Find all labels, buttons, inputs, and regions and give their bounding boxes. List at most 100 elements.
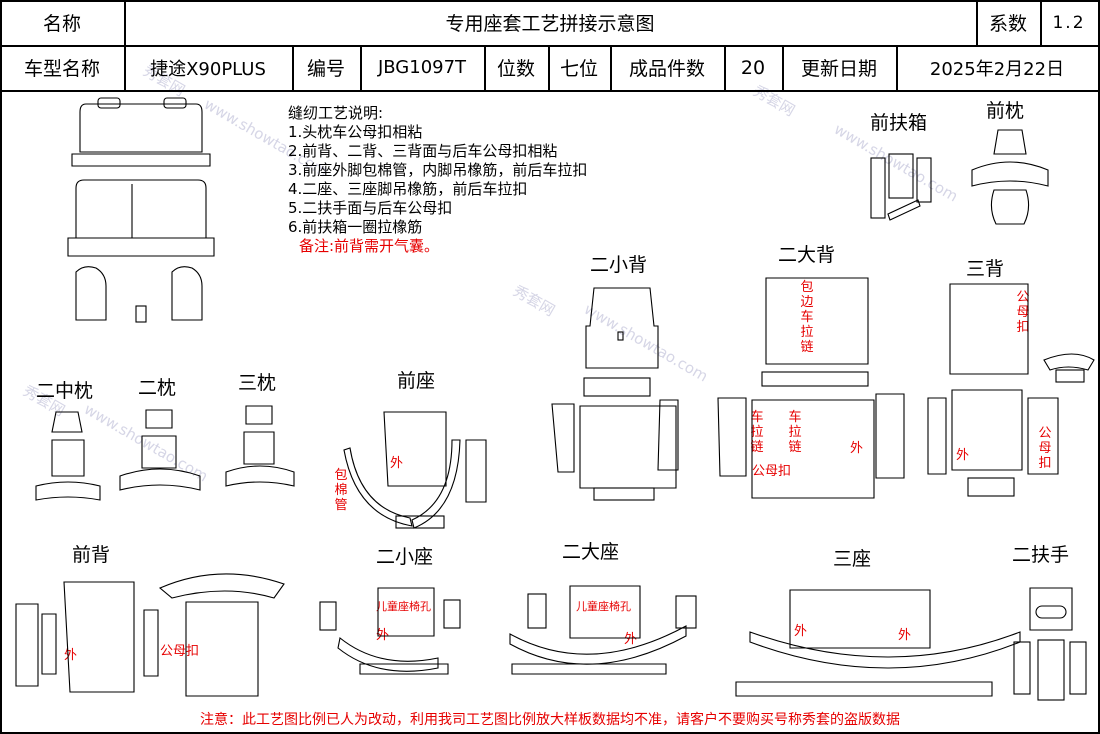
label-second-middle-pillow: 二中枕 (36, 380, 94, 402)
third-row-headrest (163, 97, 187, 109)
piece (551, 403, 575, 473)
piece (761, 371, 869, 387)
piece (509, 625, 687, 665)
seat-overview-figure (67, 97, 215, 323)
seats-value: 七位 (559, 58, 598, 80)
third-seat-pieces (735, 589, 1021, 697)
piece (15, 603, 39, 687)
name-label: 名称 (42, 13, 81, 35)
cupholder (1035, 605, 1067, 619)
piece (751, 399, 875, 499)
diagram-title: 专用座套工艺拼接示意图 (445, 13, 655, 35)
annotation-snap-third-back-lower: 公母扣 (1038, 426, 1052, 471)
label-third-back: 三背 (966, 258, 1005, 280)
pieces-label: 成品件数 (628, 58, 705, 80)
piece (765, 277, 869, 365)
piece (593, 487, 655, 501)
table-border (292, 45, 294, 90)
annotation-outer: 外 (390, 456, 404, 471)
annotation-child-seat-hole: 儿童座椅孔 (576, 600, 631, 613)
label-front-pillow: 前枕 (986, 100, 1025, 122)
piece (717, 397, 747, 477)
coef-label: 系数 (988, 13, 1027, 35)
piece (141, 435, 177, 469)
piece (579, 405, 677, 489)
annotation-outer: 外 (898, 628, 912, 643)
piece (916, 157, 932, 203)
label-front-armbox: 前扶箱 (870, 112, 928, 134)
code-value: JBG1097T (377, 57, 467, 78)
piece (1037, 639, 1065, 701)
table-border (896, 45, 898, 90)
annotation-zipper-right: 车拉链 (788, 410, 802, 455)
piece (990, 189, 1030, 225)
table-border (548, 45, 550, 90)
piece (527, 593, 547, 629)
piece (245, 405, 273, 425)
piece (585, 287, 659, 369)
table-border (0, 90, 1100, 92)
code-label: 编号 (306, 58, 345, 80)
second-large-seat-pieces (509, 585, 697, 675)
piece (343, 447, 413, 527)
piece (951, 389, 1023, 471)
piece (583, 377, 651, 397)
third-row-seat-outline (79, 103, 203, 153)
label-second-large-seat: 二大座 (562, 541, 620, 563)
second-large-back-pieces (717, 277, 905, 499)
annotation-outer: 外 (794, 624, 808, 639)
third-pillow-pieces (225, 405, 295, 487)
table-border (724, 45, 726, 90)
note-item: 1.头枕车公母扣相粘 (288, 123, 423, 141)
label-front-back: 前背 (72, 544, 111, 566)
piece (395, 515, 445, 529)
front-seat-right (171, 266, 203, 321)
note-item: 5.二扶手面与后车公母扣 (288, 199, 453, 217)
piece (51, 439, 85, 477)
piece (243, 431, 275, 465)
piece (145, 409, 173, 429)
table-border (0, 732, 1100, 734)
piece (377, 587, 435, 637)
piece (971, 161, 1049, 187)
annotation-outer: 外 (956, 448, 970, 463)
front-armbox-pieces (870, 153, 932, 221)
third-row-headrest (97, 97, 121, 109)
annotation-snap-third-back: 公母扣 (1016, 290, 1030, 335)
notes-remark: 备注:前背需开气囊。 (299, 237, 440, 255)
label-front-seat: 前座 (397, 370, 436, 392)
label-second-small-seat: 二小座 (376, 546, 434, 568)
annotation-outer: 外 (624, 632, 638, 647)
annotation-child-seat-hole: 儿童座椅孔 (376, 600, 431, 613)
front-seat-left (75, 266, 107, 321)
piece (51, 411, 83, 433)
piece (35, 481, 101, 501)
label-second-large-back: 二大背 (778, 244, 836, 266)
piece-hole (617, 331, 624, 341)
front-back-pieces (15, 573, 285, 697)
piece (657, 399, 679, 471)
second-row-back-outline (75, 179, 207, 239)
sewing-notes: 缝纫工艺说明: 1.头枕车公母扣相粘 2.前背、二背、三背面与后车公母扣相粘 3… (288, 104, 587, 256)
annotation-edge-zipper: 包边车拉链 (800, 280, 814, 355)
label-second-armrest: 二扶手 (1012, 544, 1070, 566)
model-value: 捷途X90PLUS (150, 58, 266, 80)
piece (63, 581, 135, 693)
piece (1013, 641, 1031, 695)
third-back-pieces (927, 283, 1095, 497)
table-border (484, 45, 486, 90)
piece (1069, 641, 1087, 695)
piece (888, 153, 914, 199)
piece (41, 613, 57, 675)
note-item: 3.前座外脚包棉管，内脚吊橡筋，前后车拉扣 (288, 161, 588, 179)
piece (675, 595, 697, 629)
piece (359, 663, 449, 675)
piece (337, 637, 439, 672)
note-item: 4.二座、三座脚吊橡筋，前后车拉扣 (288, 180, 528, 198)
date-label: 更新日期 (800, 58, 877, 80)
annotation-snap: 公母扣 (752, 464, 792, 479)
label-second-pillow: 二枕 (138, 377, 177, 399)
piece (143, 609, 159, 677)
table-border (976, 0, 978, 45)
label-third-pillow: 三枕 (238, 372, 277, 394)
